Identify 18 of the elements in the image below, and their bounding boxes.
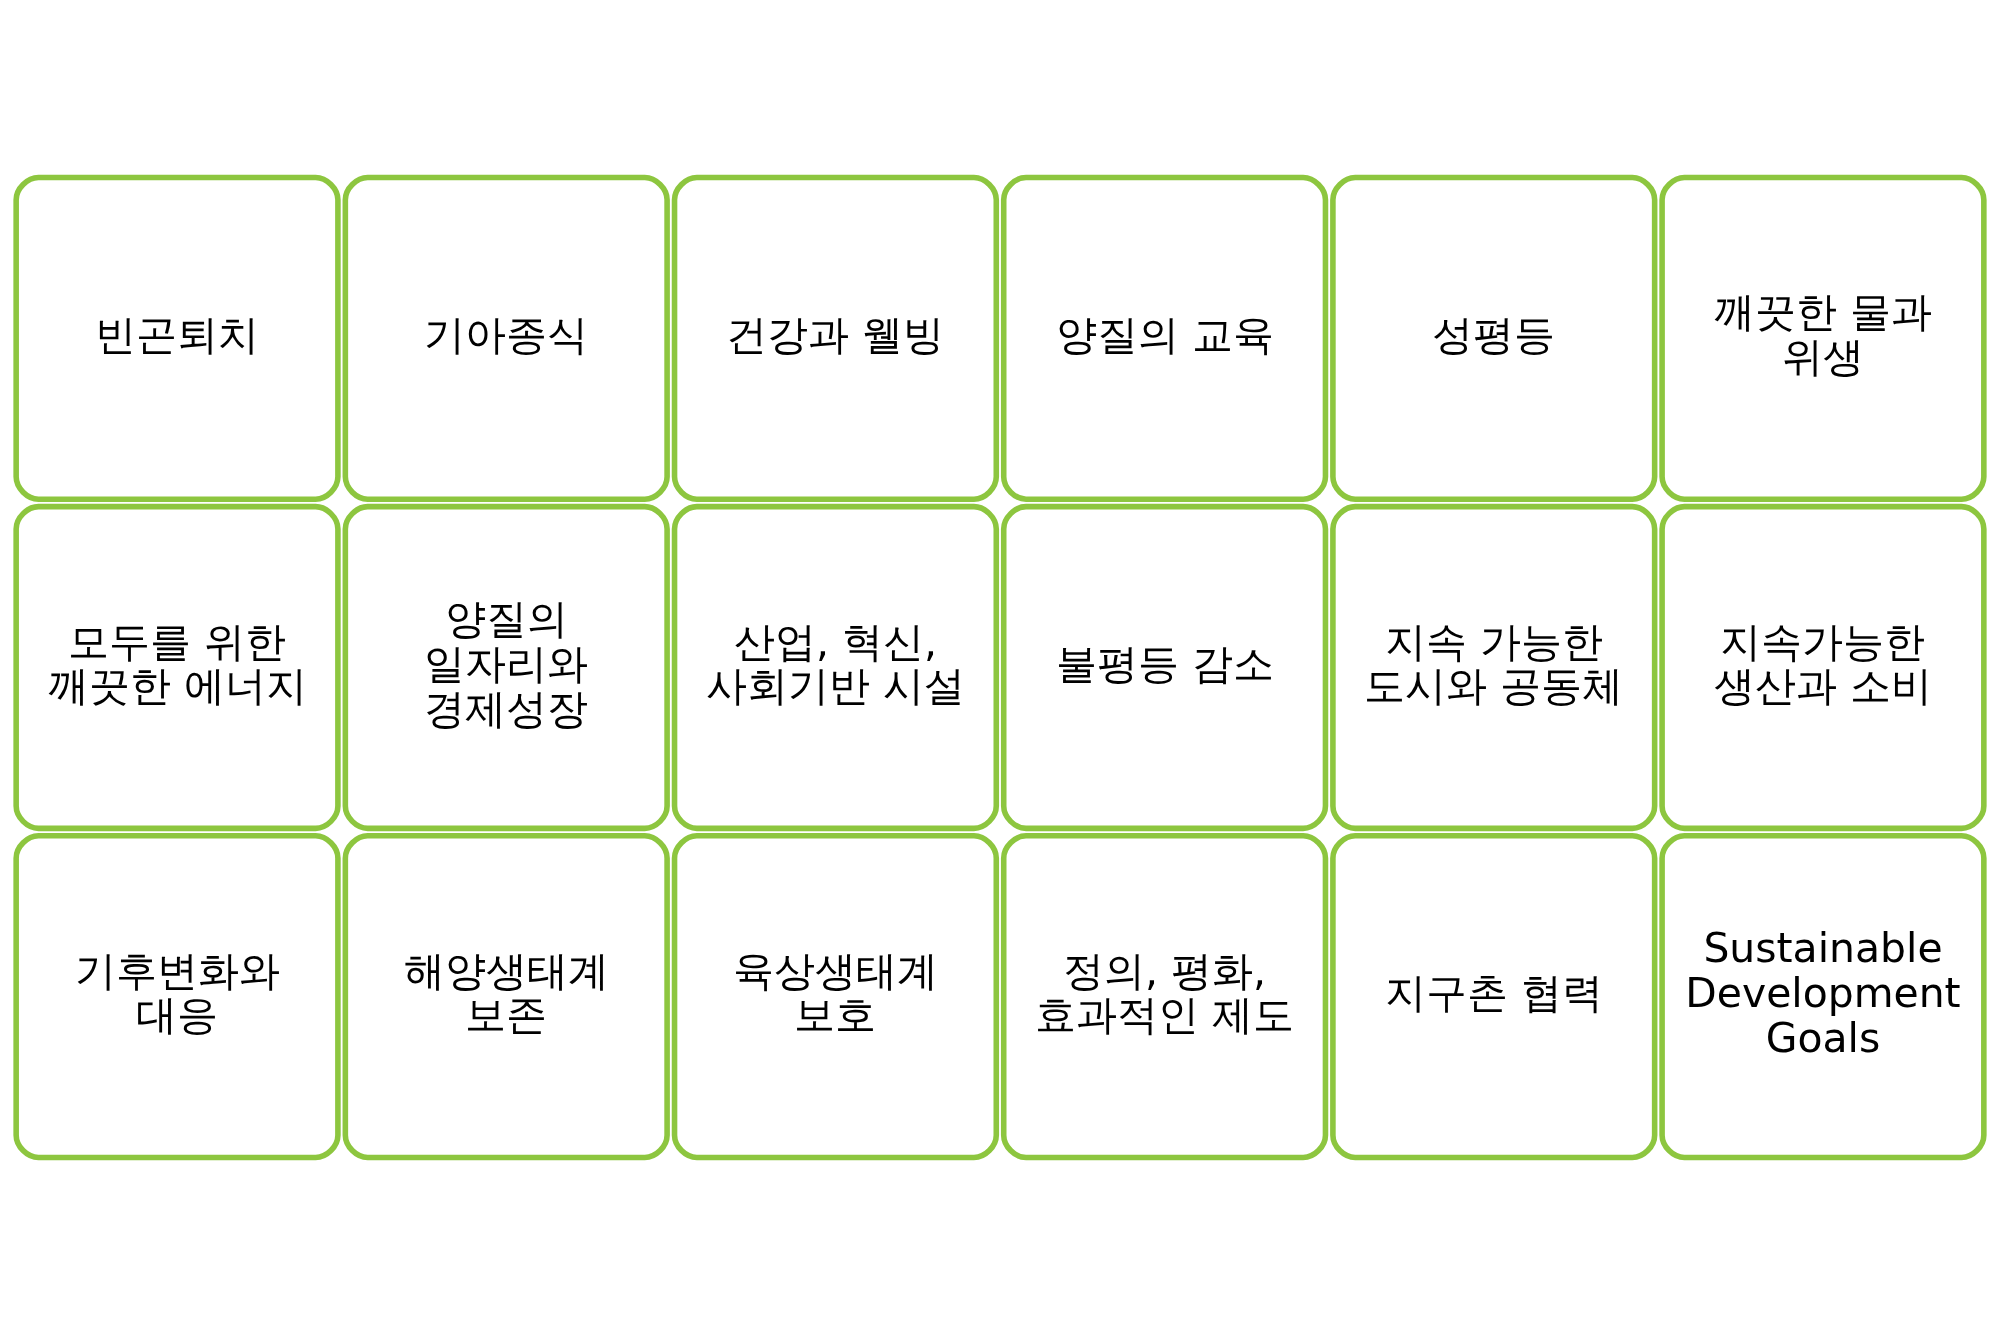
node-box: 양질의 교육 bbox=[1000, 174, 1329, 502]
node-box: 정의, 평화, 효과적인 제도 bbox=[1000, 833, 1329, 1161]
node-box: 지구촌 협력 bbox=[1330, 833, 1658, 1161]
node-box: 건강과 웰빙 bbox=[671, 174, 1000, 502]
node-box: 깨끗한 물과 위생 bbox=[1659, 174, 1987, 502]
node-box: 불평등 감소 bbox=[1000, 503, 1329, 832]
node-box: 지속가능한 생산과 소비 bbox=[1659, 503, 1987, 832]
node-box: 빈곤퇴치 bbox=[13, 174, 341, 502]
node-box: Sustainable Development Goals bbox=[1659, 833, 1987, 1161]
node-box: 산업, 혁신, 사회기반 시설 bbox=[671, 503, 1000, 832]
node-box: 지속 가능한 도시와 공동체 bbox=[1330, 503, 1658, 832]
node-box: 육상생태계 보호 bbox=[671, 833, 1000, 1161]
node-box: 기후변화와 대응 bbox=[13, 833, 341, 1161]
node-box: 양질의 일자리와 경제성장 bbox=[342, 503, 670, 832]
node-box: 기아종식 bbox=[342, 174, 670, 502]
node-box: 성평등 bbox=[1330, 174, 1658, 502]
node-box: 모두를 위한 깨끗한 에너지 bbox=[13, 503, 341, 832]
node-box: 해양생태계 보존 bbox=[342, 833, 670, 1161]
